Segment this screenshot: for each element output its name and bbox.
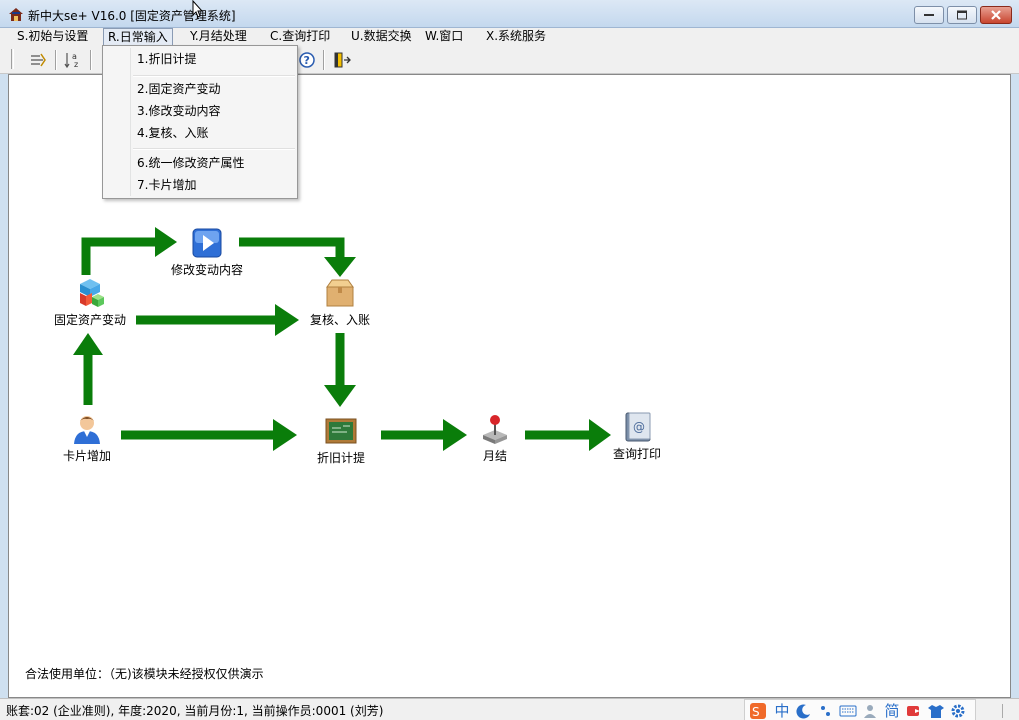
ime-simplified-mode[interactable]: 简 bbox=[884, 702, 900, 720]
ime-toolbar: S 中 简 bbox=[744, 699, 976, 720]
box-icon bbox=[326, 279, 354, 307]
svg-text:?: ? bbox=[304, 54, 310, 67]
dropdown-item-depreciation[interactable]: 1.折旧计提 bbox=[137, 52, 197, 66]
sort-az-icon: a z bbox=[64, 52, 78, 69]
menu-window[interactable]: W.窗口 bbox=[425, 29, 464, 43]
node-label: 修改变动内容 bbox=[170, 263, 243, 277]
svg-text:S: S bbox=[752, 705, 760, 719]
arrowhead bbox=[443, 419, 467, 451]
arrowhead bbox=[275, 304, 299, 336]
node-month-end[interactable]: 月结 bbox=[473, 413, 517, 464]
node-label: 折旧计提 bbox=[316, 451, 365, 465]
toolbar-separator bbox=[90, 50, 92, 70]
node-query-print[interactable]: @ 查询打印 bbox=[607, 411, 667, 462]
mouse-cursor-icon bbox=[192, 0, 204, 18]
node-label: 复核、入账 bbox=[309, 313, 370, 327]
toolbar-grip bbox=[11, 49, 14, 69]
maximize-button[interactable] bbox=[947, 6, 977, 24]
license-text: 合法使用单位：（无)该模块未经授权仅供演示 bbox=[25, 667, 264, 681]
dropdown-item-asset-change[interactable]: 2.固定资产变动 bbox=[137, 82, 221, 96]
help-button[interactable]: ? bbox=[297, 50, 317, 70]
node-card-add[interactable]: 卡片增加 bbox=[57, 413, 117, 464]
joystick-icon bbox=[483, 415, 507, 444]
node-asset-change[interactable]: 固定资产变动 bbox=[49, 277, 131, 328]
menu-query-print[interactable]: C.查询打印 bbox=[270, 29, 331, 43]
arrowhead bbox=[273, 419, 297, 451]
node-depreciation[interactable]: 折旧计提 bbox=[311, 415, 371, 466]
cubes-icon bbox=[80, 279, 104, 307]
moon-icon[interactable] bbox=[795, 702, 813, 720]
node-review-post[interactable]: 复核、入账 bbox=[305, 277, 375, 328]
sort-icon bbox=[31, 53, 46, 67]
title-bar: 新中大se+ V16.0 [固定资产管理系统] bbox=[0, 0, 1019, 28]
menu-separator bbox=[133, 148, 295, 150]
arrowhead bbox=[155, 227, 177, 257]
person-icon bbox=[74, 416, 100, 444]
node-modify-change[interactable]: 修改变动内容 bbox=[169, 227, 245, 278]
minimize-icon bbox=[924, 14, 934, 16]
node-label: 查询打印 bbox=[612, 447, 661, 461]
shirt-icon[interactable] bbox=[927, 702, 945, 720]
close-icon bbox=[991, 10, 1001, 20]
toolbar-separator bbox=[55, 50, 57, 70]
menu-bar: S.初始与设置 R.日常输入 Y.月结处理 C.查询打印 U.数据交换 W.窗口… bbox=[0, 28, 1019, 46]
menu-separator bbox=[133, 75, 295, 77]
daily-input-dropdown: 1.折旧计提 2.固定资产变动 3.修改变动内容 4.复核、入账 6.统一修改资… bbox=[102, 45, 298, 199]
status-info: 账套:02 (企业准则), 年度:2020, 当前月份:1, 当前操作员:000… bbox=[6, 704, 384, 718]
menu-system-service[interactable]: X.系统服务 bbox=[486, 29, 547, 43]
window-title: 新中大se+ V16.0 [固定资产管理系统] bbox=[28, 9, 236, 23]
arrow-change-to-modify bbox=[81, 237, 157, 275]
node-label: 固定资产变动 bbox=[53, 313, 126, 327]
resize-grip[interactable] bbox=[1000, 703, 1014, 719]
dropdown-item-review-post[interactable]: 4.复核、入账 bbox=[137, 126, 209, 140]
punctuation-icon[interactable] bbox=[817, 702, 835, 720]
svg-text:@: @ bbox=[633, 420, 645, 434]
exit-door-icon bbox=[334, 52, 351, 68]
node-label: 月结 bbox=[482, 449, 507, 463]
ime-chinese-mode[interactable]: 中 bbox=[774, 702, 790, 720]
blackboard-icon bbox=[325, 418, 357, 444]
toolbar-separator bbox=[323, 50, 325, 70]
restore-icon bbox=[957, 10, 967, 20]
arrowhead bbox=[324, 385, 356, 407]
play-icon bbox=[192, 228, 222, 258]
menu-data-exchange[interactable]: U.数据交换 bbox=[351, 29, 412, 43]
menu-daily-input[interactable]: R.日常输入 bbox=[103, 28, 173, 46]
app-icon bbox=[9, 8, 23, 21]
arrowhead bbox=[73, 333, 103, 355]
arrowhead bbox=[589, 419, 611, 451]
sogou-logo-icon[interactable]: S bbox=[749, 702, 767, 720]
node-label: 卡片增加 bbox=[62, 449, 111, 463]
svg-text:z: z bbox=[74, 60, 78, 69]
minimize-button[interactable] bbox=[914, 6, 944, 24]
status-bar: 账套:02 (企业准则), 年度:2020, 当前月份:1, 当前操作员:000… bbox=[0, 698, 1019, 720]
menu-init-settings[interactable]: S.初始与设置 bbox=[17, 29, 89, 43]
sort-az-button[interactable]: a z bbox=[63, 50, 83, 70]
dropdown-item-card-add[interactable]: 7.卡片增加 bbox=[137, 178, 197, 192]
exit-button[interactable] bbox=[332, 50, 352, 70]
user-icon[interactable] bbox=[861, 702, 879, 720]
arrow-modify-to-review bbox=[239, 237, 345, 257]
sort-button[interactable] bbox=[28, 50, 48, 70]
skin-icon[interactable] bbox=[905, 702, 923, 720]
gear-icon[interactable] bbox=[949, 702, 967, 720]
svg-text:a: a bbox=[72, 52, 77, 61]
close-button[interactable] bbox=[980, 6, 1012, 24]
menu-gutter bbox=[130, 48, 131, 196]
arrowhead bbox=[324, 257, 356, 277]
menu-month-end[interactable]: Y.月结处理 bbox=[190, 29, 247, 43]
keyboard-icon[interactable] bbox=[839, 702, 857, 720]
flow-arrows bbox=[73, 227, 611, 451]
dropdown-item-modify-change[interactable]: 3.修改变动内容 bbox=[137, 104, 221, 118]
help-icon: ? bbox=[299, 52, 315, 68]
dropdown-item-bulk-modify[interactable]: 6.统一修改资产属性 bbox=[137, 156, 245, 170]
address-book-icon: @ bbox=[625, 412, 651, 442]
